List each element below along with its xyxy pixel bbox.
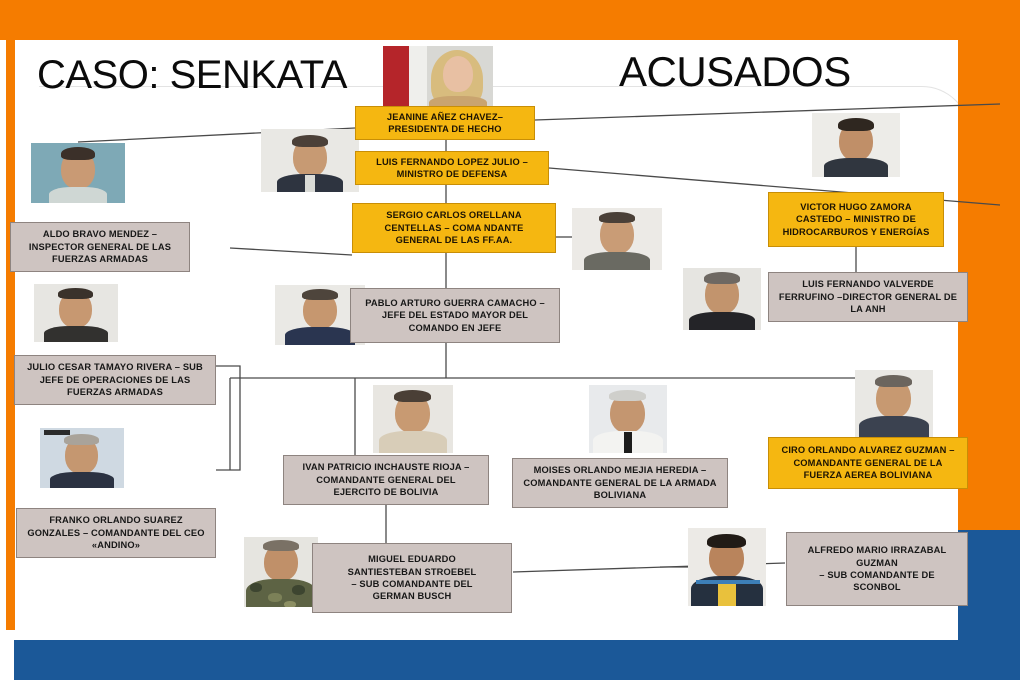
org-node-label: IVAN PATRICIO INCHAUSTE RIOJA –COMANDANT…	[302, 462, 470, 498]
page-title-case: CASO: SENKATA	[37, 53, 347, 97]
photo-aldo-bravo	[31, 143, 125, 203]
frame-blue-bottom-band	[14, 640, 1020, 680]
org-node-moises-mejia[interactable]: MOISES ORLANDO MEJIA HEREDIA –COMANDANTE…	[512, 458, 728, 508]
photo-luis-fernando-lopez	[261, 129, 359, 192]
photo-victor-hugo-zamora	[812, 113, 900, 177]
photo-julio-tamayo	[34, 284, 118, 342]
org-node-aldo-bravo[interactable]: ALDO BRAVO MENDEZ –INSPECTOR GENERAL DE …	[10, 222, 190, 272]
photo-luis-valverde	[683, 268, 761, 330]
frame-orange-right-band	[958, 0, 1020, 530]
org-node-label: JEANINE AÑEZ CHAVEZ–PRESIDENTA DE HECHO	[386, 111, 504, 134]
org-node-pablo-guerra[interactable]: PABLO ARTURO GUERRA CAMACHO –JEFE DEL ES…	[350, 288, 560, 343]
photo-sergio-orellana	[572, 208, 662, 270]
org-node-jeanine-anez[interactable]: JEANINE AÑEZ CHAVEZ–PRESIDENTA DE HECHO	[355, 106, 535, 140]
org-node-label: CIRO ORLANDO ALVAREZ GUZMAN –COMANDANTE …	[781, 445, 955, 481]
photo-ivan-inchauste	[373, 385, 453, 453]
photo-moises-mejia	[589, 385, 667, 453]
org-node-label: MOISES ORLANDO MEJIA HEREDIA –COMANDANTE…	[523, 465, 717, 501]
org-node-ivan-inchauste[interactable]: IVAN PATRICIO INCHAUSTE RIOJA –COMANDANT…	[283, 455, 489, 505]
page-title-accused: ACUSADOS	[619, 48, 851, 95]
org-node-ciro-alvarez[interactable]: CIRO ORLANDO ALVAREZ GUZMAN –COMANDANTE …	[768, 437, 968, 489]
photo-alfredo-irrazabal	[688, 528, 766, 606]
photo-miguel-santiesteban	[244, 537, 318, 607]
photo-jeanine-anez	[383, 46, 493, 110]
frame-orange-top-band	[0, 0, 1020, 40]
org-node-label: ALDO BRAVO MENDEZ –INSPECTOR GENERAL DE …	[28, 229, 172, 265]
photo-ciro-alvarez	[855, 370, 933, 438]
frame-orange-left-stripe	[6, 40, 15, 630]
org-node-label: PABLO ARTURO GUERRA CAMACHO –JEFE DEL ES…	[365, 297, 545, 333]
org-node-label: LUIS FERNANDO LOPEZ JULIO –MINISTRO DE D…	[376, 156, 528, 179]
photo-franko-suarez	[40, 428, 124, 488]
org-node-luis-fernando-lopez[interactable]: LUIS FERNANDO LOPEZ JULIO –MINISTRO DE D…	[355, 151, 549, 185]
